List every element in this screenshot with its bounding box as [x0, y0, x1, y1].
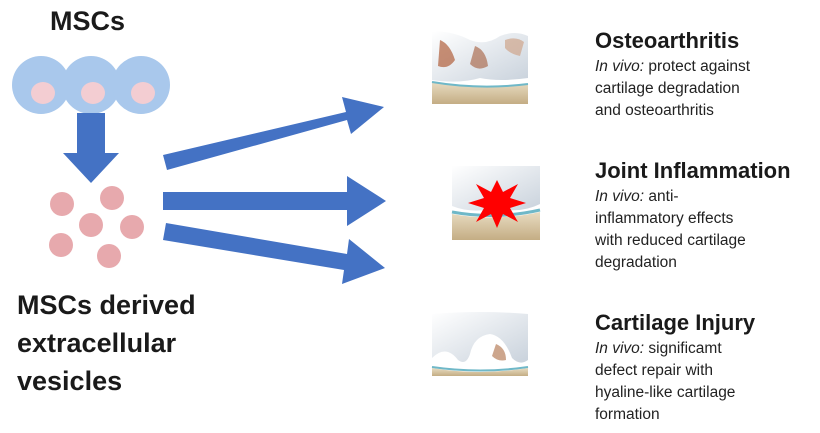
cartilage-injury-description: In vivo: significamt defect repair with … [595, 338, 735, 426]
ev-label-line: extracellular [17, 324, 196, 362]
vesicle [97, 244, 121, 268]
description-line: inflammatory effects [595, 208, 746, 230]
description-line: with reduced cartilage [595, 230, 746, 252]
down-arrow [63, 113, 119, 183]
arrow-to-osteoarthritis [163, 97, 384, 170]
msc-cell [12, 56, 70, 114]
description-line: formation [595, 404, 735, 426]
in-vivo-label: In vivo: [595, 340, 644, 357]
in-vivo-label: In vivo: [595, 58, 644, 75]
msc-cell [62, 56, 120, 114]
vesicle [79, 213, 103, 237]
osteoarthritis-title: Osteoarthritis [595, 28, 739, 54]
osteoarthritis-description: In vivo: protect against cartilage degra… [595, 56, 750, 122]
vesicle [49, 233, 73, 257]
joint-inflammation-description: In vivo: anti- inflammatory effects with… [595, 186, 746, 274]
cartilage-injury-knee-image [430, 310, 530, 376]
vesicle [50, 192, 74, 216]
joint-inflammation-title: Joint Inflammation [595, 158, 791, 184]
cartilage-injury-title: Cartilage Injury [595, 310, 755, 336]
arrow-to-cartilage-injury [163, 223, 385, 284]
vesicle-cluster [49, 186, 144, 268]
description-line: hyaline-like cartilage [595, 382, 735, 404]
description-line: degradation [595, 252, 746, 274]
vesicle [100, 186, 124, 210]
osteoarthritis-knee-image [430, 28, 530, 106]
ev-label: MSCs derived extracellular vesicles [17, 286, 196, 400]
joint-inflammation-knee-image [450, 162, 542, 244]
description-line: cartilage degradation [595, 78, 750, 100]
description-line: protect against [648, 58, 750, 75]
description-line: significamt [648, 340, 721, 357]
arrow-to-joint-inflammation [163, 176, 386, 226]
description-line: defect repair with [595, 360, 735, 382]
msc-cell [112, 56, 170, 114]
vesicle [120, 215, 144, 239]
description-line: anti- [648, 188, 678, 205]
msc-label: MSCs [50, 2, 125, 40]
description-line: and osteoarthritis [595, 100, 750, 122]
ev-label-line: vesicles [17, 362, 196, 400]
ev-label-line: MSCs derived [17, 286, 196, 324]
in-vivo-label: In vivo: [595, 188, 644, 205]
